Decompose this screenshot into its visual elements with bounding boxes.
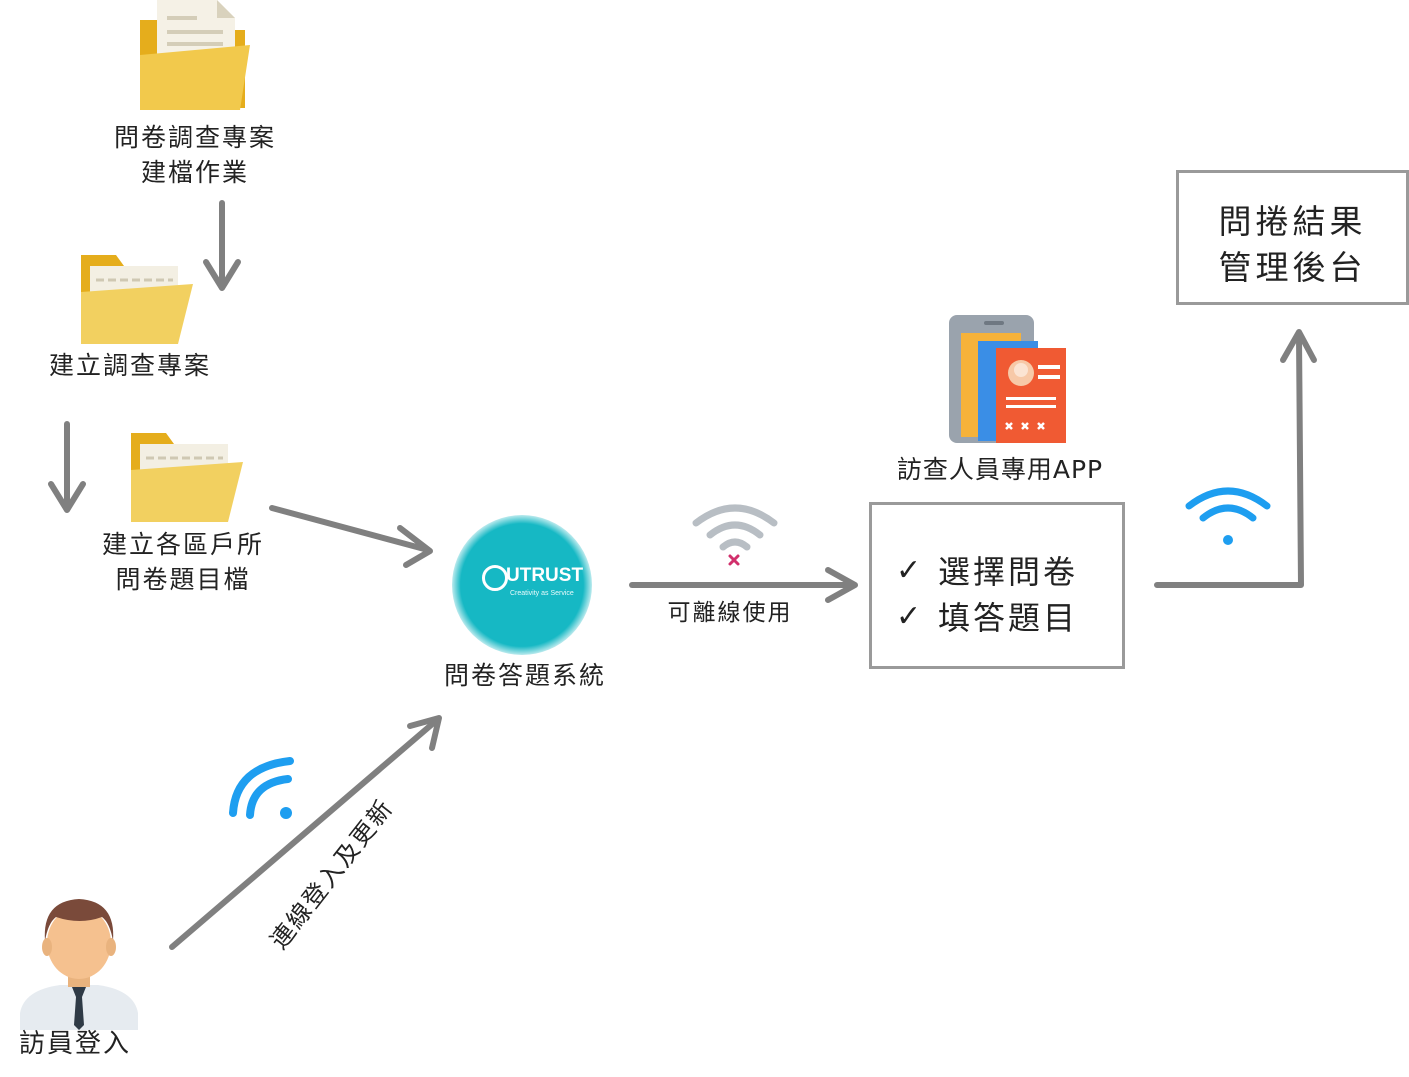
utrust-logo-mark <box>482 565 508 591</box>
create-project-label: 建立調查專案 <box>48 351 211 380</box>
folder-document-icon <box>135 0 255 115</box>
utrust-logo: UTRUST Creativity as Service <box>452 515 592 655</box>
app-task-box: ✓ 選擇問卷 ✓ 填答題目 <box>869 502 1125 669</box>
project-setup-label: 問卷調查專案 建檔作業 <box>113 123 276 187</box>
utrust-logo-text: UTRUST <box>506 565 584 586</box>
check-icon: ✓ <box>896 552 925 588</box>
wifi-icon <box>1183 480 1273 550</box>
user-avatar-icon <box>20 895 138 1030</box>
interviewer-app-label: 訪查人員專用APP <box>896 455 1104 484</box>
task-item: ✓ 選擇問卷 <box>896 552 1079 592</box>
arrow-login-to-system <box>169 717 440 950</box>
task-item: ✓ 填答題目 <box>896 598 1079 638</box>
interviewer-login-label: 訪員登入 <box>18 1029 131 1059</box>
arrow-questionnaire-to-system <box>269 505 431 553</box>
arrow-app-to-backend <box>1154 333 1304 588</box>
mobile-app-icon <box>946 315 1071 445</box>
wifi-icon <box>228 755 303 830</box>
create-questionnaire-label: 建立各區戶所 問卷題目檔 <box>101 530 264 594</box>
check-icon: ✓ <box>896 598 925 634</box>
answer-system-label: 問卷答題系統 <box>443 661 606 690</box>
results-backend-box: 問捲結果 管理後台 <box>1176 170 1409 305</box>
offline-label: 可離線使用 <box>667 600 793 626</box>
folder-icon <box>78 252 196 347</box>
folder-icon <box>128 430 246 525</box>
wifi-off-icon <box>690 497 780 567</box>
utrust-logo-tagline: Creativity as Service <box>510 590 574 597</box>
